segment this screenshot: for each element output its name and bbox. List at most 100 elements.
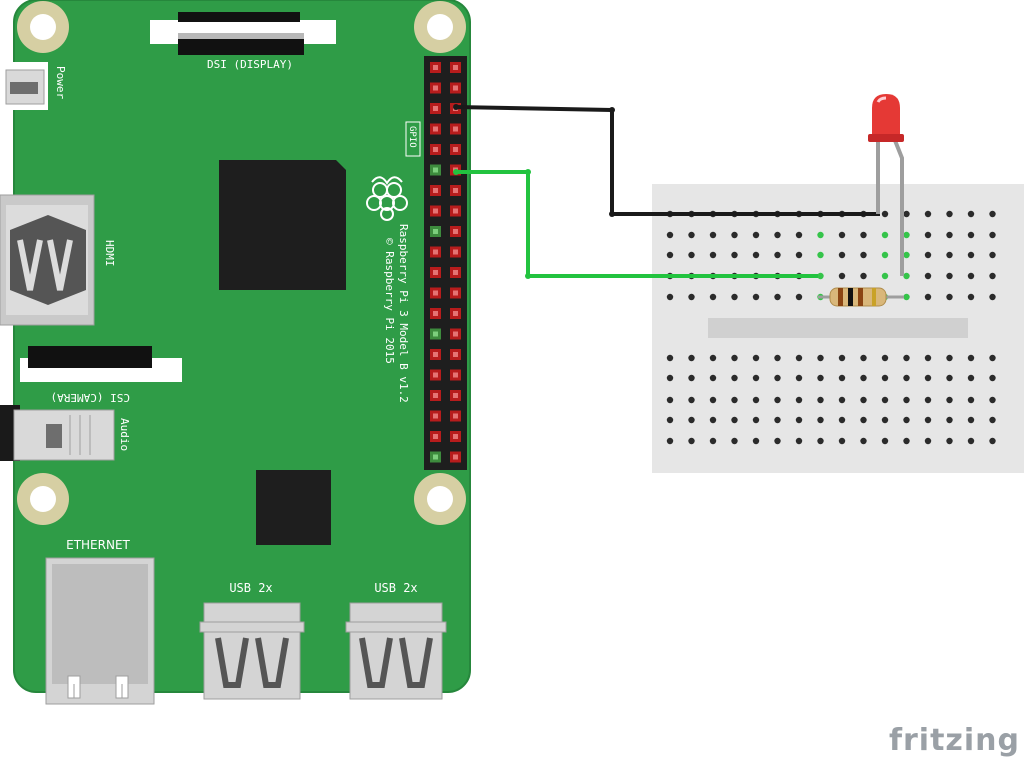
breadboard-hole bbox=[666, 293, 674, 301]
audio-label: Audio bbox=[118, 418, 131, 451]
gpio-pin-contact bbox=[453, 126, 458, 132]
breadboard-hole bbox=[817, 354, 824, 362]
breadboard-hole bbox=[752, 396, 760, 404]
breadboard-hole bbox=[860, 374, 867, 382]
breadboard-hole bbox=[795, 374, 803, 382]
breadboard-hole bbox=[752, 231, 760, 239]
gpio-pin-contact bbox=[433, 65, 438, 70]
breadboard-hole bbox=[817, 272, 824, 280]
signal-wire-bend-2 bbox=[525, 273, 531, 279]
breadboard-hole bbox=[731, 437, 738, 445]
fritzing-logo: fritzing bbox=[889, 723, 1020, 758]
breadboard-hole bbox=[881, 354, 889, 362]
breadboard-hole bbox=[752, 293, 760, 301]
breadboard-hole bbox=[946, 293, 953, 301]
breadboard-hole bbox=[817, 416, 824, 424]
mount-hole-bottom-right bbox=[414, 473, 466, 525]
breadboard-hole bbox=[795, 354, 803, 362]
breadboard-hole bbox=[838, 437, 846, 445]
breadboard-hole bbox=[860, 231, 867, 239]
breadboard bbox=[652, 184, 1024, 473]
breadboard-hole bbox=[903, 416, 910, 424]
raspberry-pi-board: DSI (DISPLAY) Power HDMI CSI (CAMERA) bbox=[0, 0, 471, 705]
ground-wire-bend-2 bbox=[609, 211, 615, 217]
breadboard-hole bbox=[860, 396, 867, 404]
breadboard-hole bbox=[967, 416, 975, 424]
breadboard-hole bbox=[989, 396, 996, 404]
hdmi-label: HDMI bbox=[103, 240, 116, 267]
breadboard-hole bbox=[731, 396, 738, 404]
breadboard-hole bbox=[817, 396, 824, 404]
gpio-pin-contact bbox=[433, 106, 438, 111]
breadboard-hole bbox=[709, 293, 717, 301]
ground-wire bbox=[454, 105, 880, 216]
breadboard-hole bbox=[774, 293, 781, 301]
dsi-connector bbox=[150, 12, 336, 55]
gpio-label-box: GPIO bbox=[405, 121, 421, 157]
breadboard-hole bbox=[731, 293, 738, 301]
dsi-label: DSI (DISPLAY) bbox=[207, 58, 293, 71]
gpio-pin-contact bbox=[433, 229, 438, 234]
gpio-pin-contact bbox=[453, 393, 458, 398]
gpio-pin-contact bbox=[453, 372, 458, 378]
breadboard-hole bbox=[795, 437, 803, 445]
breadboard-hole bbox=[967, 293, 975, 301]
csi-label: CSI (CAMERA) bbox=[51, 391, 130, 404]
breadboard-hole bbox=[967, 251, 975, 259]
breadboard-hole bbox=[774, 396, 781, 404]
gpio-pin-contact bbox=[433, 208, 438, 214]
breadboard-hole bbox=[881, 416, 889, 424]
breadboard-hole bbox=[838, 374, 846, 382]
breadboard-hole bbox=[924, 251, 932, 259]
red-led bbox=[868, 94, 904, 276]
gpio-pin-contact bbox=[433, 352, 438, 357]
breadboard-hole bbox=[924, 293, 932, 301]
breadboard-hole bbox=[924, 374, 932, 382]
breadboard-hole bbox=[752, 374, 760, 382]
breadboard-hole bbox=[838, 231, 846, 239]
ground-wire-bend-1 bbox=[609, 107, 615, 113]
breadboard-hole bbox=[989, 354, 996, 362]
gpio-pin-contact bbox=[433, 147, 438, 152]
breadboard-hole bbox=[731, 374, 738, 382]
breadboard-hole bbox=[795, 231, 803, 239]
breadboard-hole bbox=[967, 354, 975, 362]
breadboard-hole bbox=[903, 354, 910, 362]
breadboard-hole bbox=[709, 437, 717, 445]
breadboard-hole bbox=[881, 251, 889, 259]
breadboard-hole bbox=[709, 374, 717, 382]
gpio-pin-contact bbox=[453, 188, 458, 193]
usb-port-right bbox=[345, 602, 447, 700]
breadboard-hole bbox=[817, 437, 824, 445]
power-label: Power bbox=[54, 66, 67, 99]
breadboard-hole bbox=[774, 374, 781, 382]
breadboard-hole bbox=[946, 251, 953, 259]
breadboard-hole bbox=[924, 272, 932, 280]
breadboard-hole bbox=[688, 374, 695, 382]
breadboard-hole bbox=[946, 437, 953, 445]
breadboard-hole bbox=[924, 354, 932, 362]
mount-hole-bottom-left bbox=[17, 473, 69, 525]
breadboard-hole bbox=[881, 231, 889, 239]
gpio-pin-contact bbox=[453, 85, 458, 91]
breadboard-hole bbox=[903, 210, 910, 218]
breadboard-hole bbox=[946, 272, 953, 280]
usb-port-left bbox=[199, 602, 305, 700]
ethernet-port bbox=[45, 557, 155, 705]
breadboard-hole bbox=[967, 272, 975, 280]
gpio-pin-contact bbox=[453, 65, 458, 70]
gpio-pin-contact bbox=[453, 249, 458, 255]
audio-jack bbox=[0, 405, 115, 461]
breadboard-hole bbox=[752, 416, 760, 424]
gpio-pin-contact bbox=[433, 393, 438, 398]
breadboard-hole bbox=[666, 354, 674, 362]
gpio-pin-contact bbox=[433, 434, 438, 439]
breadboard-hole bbox=[709, 416, 717, 424]
breadboard-hole bbox=[709, 231, 717, 239]
breadboard-hole bbox=[666, 416, 674, 424]
breadboard-hole bbox=[795, 396, 803, 404]
gpio-pin-contact bbox=[453, 229, 458, 234]
gpio-pin-contact bbox=[433, 290, 438, 296]
breadboard-hole bbox=[774, 437, 781, 445]
